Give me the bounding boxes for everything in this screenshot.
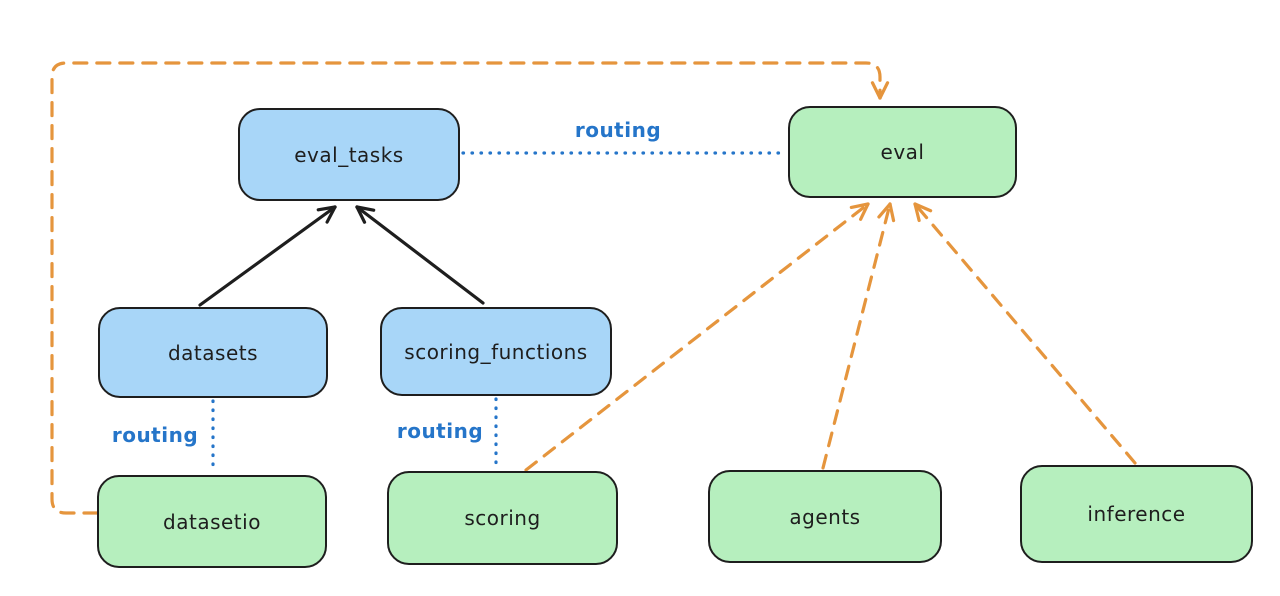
node-scoring-functions-label: scoring_functions — [404, 339, 588, 364]
node-scoring-functions: scoring_functions — [380, 307, 612, 396]
arrowhead-icon — [859, 202, 870, 221]
node-inference: inference — [1020, 465, 1253, 563]
node-eval-tasks: eval_tasks — [238, 108, 460, 201]
arrowhead-icon — [913, 202, 933, 213]
edge-agents-to-eval — [821, 202, 892, 470]
arrowhead-icon — [870, 81, 882, 100]
edge-scoring-to-eval — [524, 202, 870, 472]
node-datasets: datasets — [98, 307, 328, 398]
node-eval-tasks-label: eval_tasks — [294, 142, 404, 167]
edge-datasets-to-eval_tasks — [198, 205, 337, 307]
arrowhead-icon — [849, 202, 870, 209]
arrowhead-icon — [888, 202, 896, 223]
edge-scoring_functions-to-eval_tasks — [355, 205, 485, 305]
node-datasetio: datasetio — [97, 475, 327, 568]
arrowhead-icon — [355, 205, 376, 212]
arrowhead-icon — [355, 205, 367, 224]
node-scoring-label: scoring — [464, 506, 541, 530]
node-inference-label: inference — [1087, 502, 1186, 526]
edge-datasetio-to-eval — [50, 61, 882, 515]
node-eval-label: eval — [880, 140, 925, 164]
arrowhead-icon — [913, 202, 921, 223]
node-scoring: scoring — [387, 471, 618, 565]
edge-inference-to-eval — [913, 202, 1137, 465]
node-agents: agents — [708, 470, 942, 563]
arrowhead-icon — [878, 81, 890, 100]
node-datasetio-label: datasetio — [163, 509, 261, 534]
node-datasets-label: datasets — [167, 340, 259, 365]
node-agents-label: agents — [789, 504, 861, 529]
arrowhead-icon — [316, 205, 337, 212]
arrowhead-icon — [877, 202, 892, 219]
node-eval: eval — [788, 106, 1017, 198]
arrowhead-icon — [325, 205, 337, 224]
